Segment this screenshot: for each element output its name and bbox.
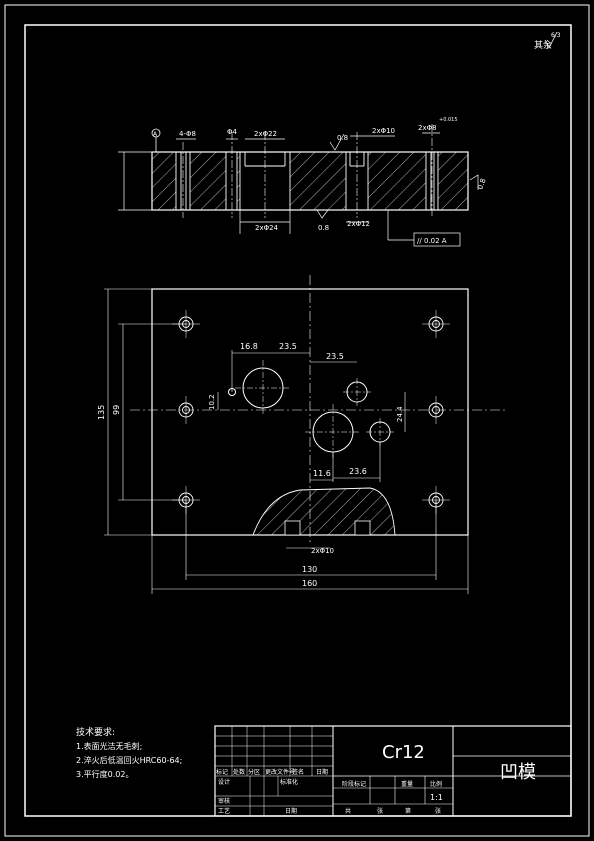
hdr-scale: 比例 (430, 780, 442, 788)
section-view: A 4-Φ8 Φ4 2xΦ22 2xΦ10 2xΦ8 +0.015 0.8 0.… (118, 117, 488, 247)
title-block (214, 725, 572, 817)
dim-2x10-plan: 2xΦ10 (311, 547, 334, 555)
dim-160: 160 (302, 579, 317, 588)
hdr-zone: 分区 (248, 768, 260, 776)
dim-135: 135 (97, 405, 106, 420)
hdr-stage-mark: 阶段标记 (342, 780, 366, 788)
roughness-top: 0.8 (337, 134, 348, 142)
dim-130: 130 (302, 565, 317, 574)
outer-border (4, 4, 590, 837)
parallelism-tolerance: // 0.02 A (417, 237, 447, 245)
general-roughness-note: 其余 6.3 (534, 31, 561, 51)
dim-24-4: 24.4 (396, 406, 404, 422)
note-2: 2.淬火后低温回火HRC60-64; (76, 755, 182, 765)
dim-2x22: 2xΦ22 (254, 130, 277, 138)
material-label: Cr12 (382, 742, 425, 763)
datum-letter: A (153, 131, 158, 138)
dim-phi4: Φ4 (227, 128, 238, 136)
part-name: 凹模 (500, 762, 536, 783)
other-note-label: 其余 (534, 39, 552, 51)
hdr-sheet-unit2: 张 (435, 807, 441, 815)
note-3: 3.平行度0.02。 (76, 769, 133, 779)
hdr-sheet-unit: 张 (377, 807, 383, 815)
dim-2x12: 2xΦ12 (347, 220, 370, 228)
hdr-standardize: 标准化 (280, 778, 298, 786)
dim-23-5: 23.5 (279, 342, 297, 351)
title-block-text: Cr12 凹模 标记 处数 分区 更改文件号 签名 日期 设计 标准化 审核 工… (216, 742, 536, 815)
general-roughness-value: 6.3 (551, 32, 561, 39)
hdr-date: 日期 (316, 768, 328, 776)
dim-2x24: 2xΦ24 (255, 224, 279, 232)
hdr-approve-date: 日期 (285, 807, 297, 815)
hdr-process: 工艺 (218, 807, 230, 815)
hdr-count: 处数 (233, 768, 245, 776)
dim-16-8: 16.8 (240, 342, 258, 351)
dim-2x10: 2xΦ10 (372, 127, 395, 135)
scale-value: 1:1 (430, 793, 443, 802)
plan-view: 16.8 23.5 23.5 10.2 24.4 11.6 23.6 2xΦ10… (97, 275, 505, 594)
parallelism-frame (413, 232, 461, 247)
hdr-mark: 标记 (216, 768, 228, 776)
dim-2x8: 2xΦ8 (418, 124, 437, 132)
partial-section (252, 487, 396, 536)
hdr-change-doc: 更改文件号 (265, 768, 295, 776)
technical-notes: 技术要求: 1.表面光洁无毛刺; 2.淬火后低温回火HRC60-64; 3.平行… (76, 726, 182, 779)
hdr-sign: 签名 (292, 768, 304, 776)
note-1: 1.表面光洁无毛刺; (76, 741, 142, 751)
dim-tolerance: +0.015 (439, 117, 458, 123)
hdr-total: 共 (345, 807, 351, 815)
dim-4x8: 4-Φ8 (179, 130, 196, 138)
hdr-design: 设计 (218, 778, 230, 786)
dim-11-6: 11.6 (313, 469, 331, 478)
inner-border (24, 24, 572, 817)
hdr-sheet-no: 第 (405, 807, 411, 815)
dim-23-5b: 23.5 (326, 352, 344, 361)
roughness-right: 0.8 (476, 177, 487, 190)
dim-10-2: 10.2 (208, 394, 216, 410)
section-outline (151, 151, 469, 211)
dim-23-6: 23.6 (349, 467, 367, 476)
roughness-bottom-a: 0.8 (318, 224, 329, 232)
hdr-review: 审核 (218, 797, 230, 805)
notes-title: 技术要求: (76, 726, 115, 738)
dim-99: 99 (112, 405, 121, 415)
hdr-weight: 重量 (401, 780, 413, 788)
